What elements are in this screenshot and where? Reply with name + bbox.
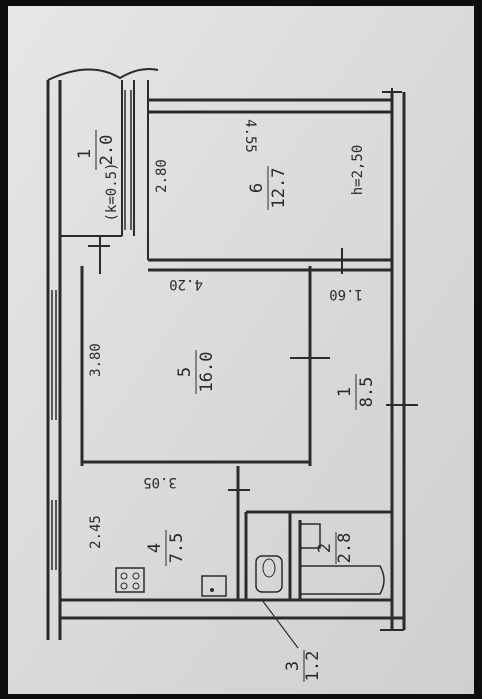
room-4-area: 7.5 — [167, 533, 187, 564]
room-4-number: 4 — [145, 543, 165, 553]
washbasin-icon — [299, 523, 321, 549]
dim-1-60: 1.60 — [329, 286, 363, 302]
balcony-area: 2.0 — [97, 135, 117, 166]
dim-3-05: 3.05 — [143, 474, 177, 490]
dim-2-80: 2.80 — [154, 159, 170, 193]
room-1-area: 8.5 — [357, 377, 377, 408]
balcony-number: 1 — [75, 149, 95, 159]
room-2-area: 2.8 — [335, 533, 355, 564]
toilet-icon — [255, 555, 283, 593]
room-6-number: 6 — [247, 183, 267, 193]
room-6-area: 12.7 — [269, 168, 289, 209]
balcony-note: (k=0.5) — [104, 162, 120, 221]
dim-2-45: 2.45 — [88, 515, 104, 549]
balcony-outline — [47, 68, 159, 260]
paper-sheet — [8, 6, 474, 694]
room-2-number: 2 — [315, 543, 335, 553]
room-5-area: 16.0 — [197, 352, 217, 393]
bathtub-icon — [299, 565, 385, 595]
room-5-number: 5 — [175, 367, 195, 377]
dimension-labels: 2.80 4.55 h=2,50 4.20 1.60 3.80 3.05 2.4… — [88, 119, 366, 549]
dim-height: h=2,50 — [350, 145, 366, 196]
room-labels: 1 2.0 (k=0.5) 6 12.7 5 16.0 1 8.5 4 — [75, 130, 377, 682]
room-3-number: 3 — [283, 661, 303, 671]
sink-icon — [201, 575, 227, 597]
room-3-leader — [261, 599, 299, 649]
dim-4-55: 4.55 — [242, 119, 258, 153]
stove-icon — [115, 567, 145, 593]
room-1-number: 1 — [335, 387, 355, 397]
tick-marks — [88, 88, 418, 631]
windows — [51, 90, 132, 570]
room-3-area: 1.2 — [303, 651, 323, 682]
dim-4-20: 4.20 — [169, 276, 203, 292]
dim-3-80: 3.80 — [88, 343, 104, 377]
